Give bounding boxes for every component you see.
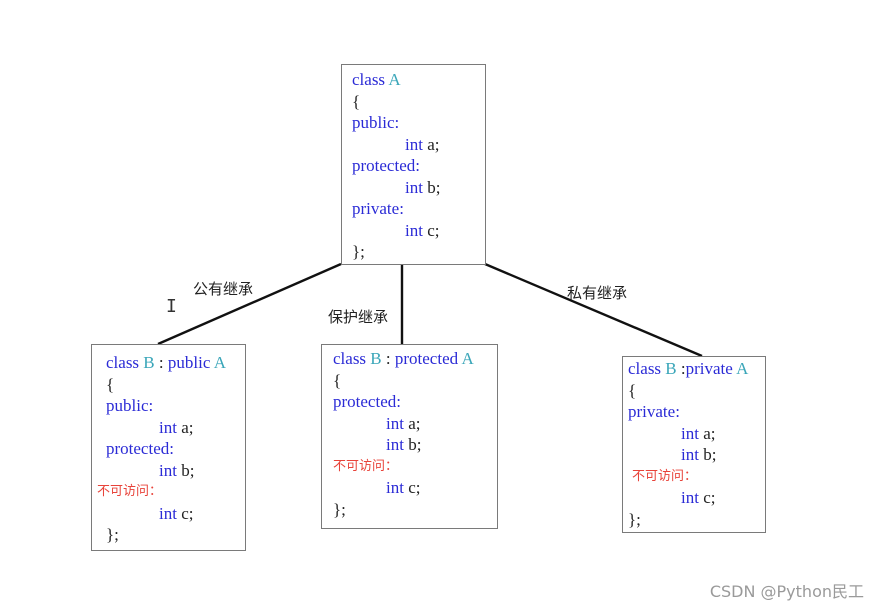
- label-private-inheritance: 私有继承: [567, 284, 628, 302]
- member-name: c;: [181, 503, 194, 523]
- close-brace: };: [628, 509, 641, 529]
- member-type: int: [681, 445, 699, 464]
- member-b: int b;: [628, 444, 765, 466]
- class-keyword: class: [628, 359, 662, 378]
- inheritance-mode: public: [167, 353, 211, 372]
- inaccessible-label: 不可访问：: [333, 458, 399, 474]
- member-c: int c;: [352, 220, 485, 242]
- member-c: int c;: [628, 487, 765, 509]
- member-name: b;: [703, 445, 717, 464]
- member-name: c;: [703, 488, 716, 507]
- class-name: A: [388, 70, 401, 89]
- access-protected: protected:: [352, 156, 420, 175]
- member-name: b;: [181, 460, 195, 480]
- class-a-header: class A: [352, 69, 485, 91]
- close-brace: };: [333, 499, 346, 519]
- member-name: a;: [427, 134, 440, 154]
- member-type: int: [386, 413, 404, 433]
- class-b-header: class B : public A: [106, 352, 245, 374]
- class-b-protected-box: class B : protected A { protected: int a…: [321, 344, 498, 529]
- separator: :: [676, 359, 686, 378]
- close-brace: };: [106, 525, 119, 544]
- member-type: int: [386, 478, 404, 497]
- base-class-name: A: [213, 353, 226, 372]
- member-type: int: [405, 177, 423, 197]
- member-a: int a;: [333, 413, 497, 435]
- member-a: int a;: [106, 417, 245, 439]
- inheritance-mode: private: [685, 359, 733, 378]
- access-private: private:: [352, 199, 404, 218]
- class-name: B: [370, 349, 382, 368]
- member-a: int a;: [352, 134, 485, 156]
- member-name: a;: [181, 417, 194, 437]
- label-public-inheritance: 公有继承: [193, 280, 254, 298]
- member-name: b;: [408, 435, 422, 454]
- open-brace: {: [333, 370, 342, 390]
- class-b-header: class B : protected A: [333, 348, 497, 370]
- class-b-private-box: class B :private A { private: int a; int…: [622, 356, 766, 533]
- label-protected-inheritance: 保护继承: [328, 308, 389, 326]
- edge-public: [157, 262, 342, 346]
- member-type: int: [386, 435, 404, 454]
- edge-private: [484, 262, 703, 358]
- open-brace: {: [352, 91, 361, 111]
- access-protected: protected:: [106, 439, 174, 458]
- class-keyword: class: [352, 70, 386, 89]
- access-protected: protected:: [333, 392, 401, 411]
- close-brace: };: [352, 242, 365, 261]
- separator: :: [381, 349, 395, 368]
- member-b: int b;: [333, 434, 497, 456]
- inaccessible-label: 不可访问：: [632, 468, 698, 484]
- member-c: int c;: [106, 503, 245, 525]
- member-type: int: [159, 503, 177, 523]
- member-type: int: [159, 417, 177, 437]
- member-name: c;: [427, 220, 440, 240]
- class-keyword: class: [106, 353, 140, 372]
- class-keyword: class: [333, 349, 367, 368]
- member-b: int b;: [106, 460, 245, 482]
- member-name: b;: [427, 177, 441, 197]
- member-b: int b;: [352, 177, 485, 199]
- access-public: public:: [352, 113, 400, 132]
- access-private: private:: [628, 402, 680, 421]
- member-c: int c;: [333, 477, 497, 499]
- watermark: CSDN @Python民工: [709, 582, 864, 601]
- open-brace: {: [628, 380, 637, 400]
- inheritance-mode: protected: [394, 349, 459, 368]
- class-name: B: [143, 353, 155, 372]
- inaccessible-label: 不可访问：: [97, 484, 163, 499]
- text-cursor-icon: I: [166, 296, 177, 317]
- open-brace: {: [106, 374, 115, 394]
- class-b-public-box: class B : public A { public: int a; prot…: [91, 344, 246, 551]
- member-name: c;: [408, 478, 421, 497]
- class-name: B: [665, 359, 677, 378]
- separator: :: [154, 353, 168, 372]
- class-a-box: class A { public: int a; protected: int …: [341, 64, 486, 265]
- member-type: int: [405, 134, 423, 154]
- class-b-header: class B :private A: [628, 358, 765, 380]
- access-public: public:: [106, 396, 154, 415]
- member-type: int: [159, 460, 177, 480]
- base-class-name: A: [461, 349, 474, 368]
- base-class-name: A: [736, 359, 749, 378]
- member-type: int: [405, 220, 423, 240]
- member-a: int a;: [628, 423, 765, 445]
- member-name: a;: [408, 413, 421, 433]
- member-name: a;: [703, 423, 716, 443]
- member-type: int: [681, 423, 699, 443]
- member-type: int: [681, 488, 699, 507]
